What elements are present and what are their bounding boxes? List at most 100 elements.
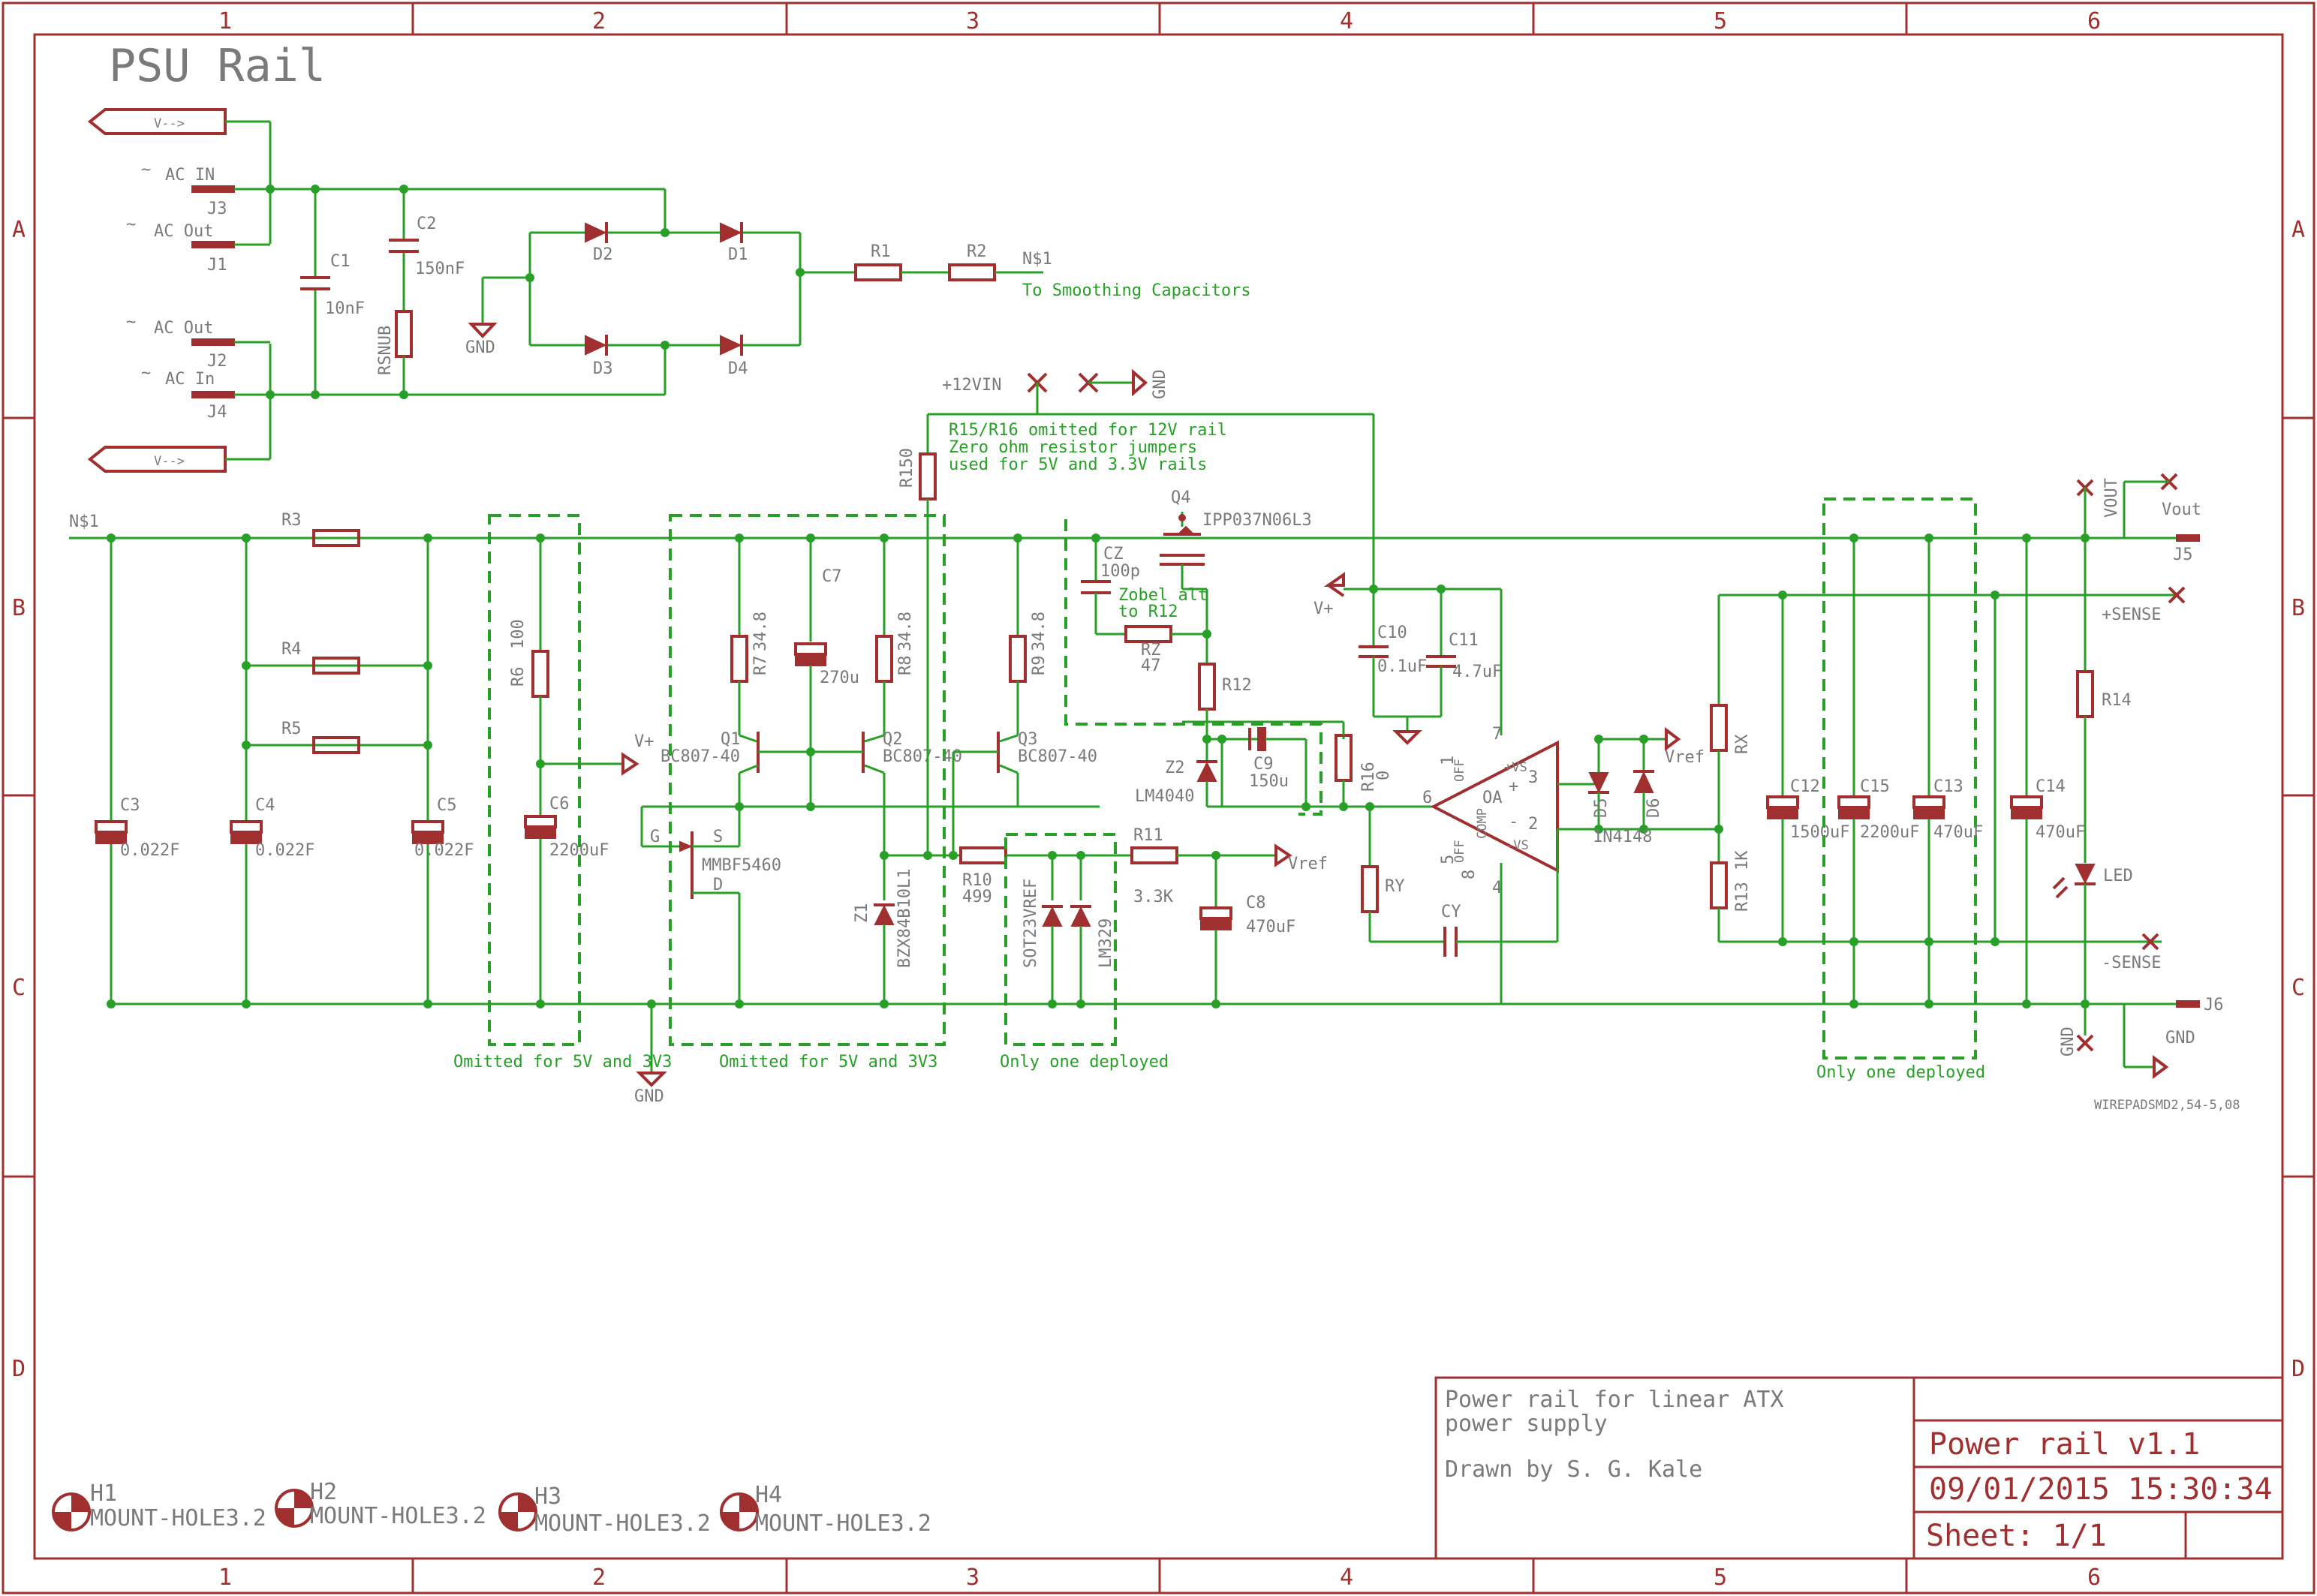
connector-ref: J3 bbox=[207, 200, 227, 218]
connector-ref: J2 bbox=[207, 352, 227, 371]
r7-value: 34.8 bbox=[751, 612, 770, 651]
c4-value: 0.022F bbox=[255, 841, 314, 860]
row-labels: A B C D A B C D bbox=[12, 217, 2305, 1382]
c15-value: 2200uF bbox=[1860, 823, 1919, 842]
mount-hole-value: MOUNT-HOLE3.2 bbox=[755, 1510, 931, 1537]
r3-ref: R3 bbox=[281, 511, 302, 530]
cy-ref: CY bbox=[1441, 903, 1461, 921]
connector-label: AC Out bbox=[154, 222, 213, 241]
c8-ref: C8 bbox=[1246, 894, 1266, 912]
mount-holes: H1 MOUNT-HOLE3.2 H2 MOUNT-HOLE3.2 H3 MOU… bbox=[52, 1479, 931, 1537]
jfet-source: S bbox=[713, 828, 723, 846]
omitted-note-2: Omitted for 5V and 3V3 bbox=[719, 1053, 937, 1072]
only-one-note-2: Only one deployed bbox=[1816, 1063, 1985, 1082]
d4-ref: D4 bbox=[728, 359, 748, 378]
net-n1-main: N$1 bbox=[69, 512, 99, 531]
r5-ref: R5 bbox=[281, 720, 302, 738]
drawing-name: Power rail v1.1 bbox=[1929, 1427, 2200, 1462]
r9-value: 34.8 bbox=[1030, 612, 1049, 651]
c1-ref: C1 bbox=[330, 252, 351, 271]
c10-value: 0.1uF bbox=[1377, 657, 1427, 676]
column-labels-bottom: 1 2 3 4 5 6 bbox=[218, 1564, 2101, 1591]
net-arrow-bottom bbox=[87, 446, 227, 473]
wirepad-label: WIREPADSMD2,54-5,08 bbox=[2094, 1098, 2240, 1113]
oa-pin6: 6 bbox=[1422, 789, 1432, 807]
vout-label: Vout bbox=[2162, 500, 2201, 519]
mount-hole-ref: H1 bbox=[90, 1480, 117, 1507]
connector-label: AC Out bbox=[154, 319, 213, 338]
r12-ref: R12 bbox=[1222, 676, 1252, 695]
c2-ref: C2 bbox=[417, 215, 437, 233]
net-label: V--> bbox=[154, 116, 185, 131]
oa-plus: + bbox=[1509, 777, 1518, 796]
rsnub-ref: RSNUB bbox=[376, 326, 395, 375]
d5-ref: D5 bbox=[1592, 798, 1611, 819]
oa-pin7: 7 bbox=[1492, 725, 1502, 744]
vin12-label: +12VIN bbox=[942, 376, 1001, 395]
q3-ref: Q3 bbox=[1018, 730, 1038, 749]
r8-ref: R8 bbox=[896, 656, 915, 676]
vref-label: Vref bbox=[1665, 748, 1705, 767]
gnd-label: GND bbox=[2059, 1026, 2078, 1056]
oa-pin1: 1 bbox=[1439, 756, 1458, 765]
r16-value: 0 bbox=[1374, 771, 1393, 780]
row-label: C bbox=[12, 975, 26, 1001]
oa-pin8: 8 bbox=[1460, 870, 1479, 879]
gnd-label: GND bbox=[1151, 369, 1169, 399]
oa-vplus: +VS bbox=[1504, 760, 1527, 775]
q1-ref: Q1 bbox=[721, 730, 741, 749]
r10-ref: R10 bbox=[962, 871, 992, 890]
mount-hole-value: MOUNT-HOLE3.2 bbox=[310, 1503, 486, 1529]
vout-pin-label: VOUT bbox=[2102, 478, 2121, 518]
oa-ref: OA bbox=[1482, 789, 1503, 807]
oa-comp: COMP bbox=[1475, 808, 1490, 839]
c11-value: 4.7uF bbox=[1452, 663, 1502, 681]
r13-ref: R13 bbox=[1733, 882, 1752, 912]
z1-value: BZX84B10L1 bbox=[895, 869, 914, 968]
column-label: 1 bbox=[218, 1564, 232, 1591]
row-label: A bbox=[2291, 217, 2305, 243]
r4-ref: R4 bbox=[281, 640, 302, 659]
r6-ref: R6 bbox=[509, 667, 528, 687]
column-label: 2 bbox=[592, 1564, 606, 1591]
column-labels-top: 1 2 3 4 5 6 bbox=[218, 8, 2101, 35]
d2-ref: D2 bbox=[593, 245, 613, 264]
vplus-label: V+ bbox=[1313, 600, 1334, 618]
column-label: 5 bbox=[1714, 1564, 1727, 1591]
r13-value: 1K bbox=[1733, 850, 1752, 870]
d56-value: 1N4148 bbox=[1593, 828, 1652, 846]
output-caps: C12 1500uF C15 2200uF C13 470uF Only one… bbox=[1766, 497, 2085, 1082]
r11-ref: R11 bbox=[1133, 826, 1163, 845]
q2-value: BC807-40 bbox=[883, 747, 962, 766]
z1-ref: Z1 bbox=[853, 903, 871, 924]
led-ref: LED bbox=[2103, 867, 2133, 885]
r150-ref: R150 bbox=[898, 448, 916, 488]
r15-note-1: R15/R16 omitted for 12V rail bbox=[949, 421, 1227, 440]
omitted-group-2: R7 34.8 R8 34.8 R9 34.8 C7 270u Q1 BC807… bbox=[640, 514, 1100, 1072]
r15-note-3: used for 5V and 3.3V rails bbox=[949, 455, 1207, 474]
c14-ref: C14 bbox=[2036, 777, 2066, 796]
to-smoothing-label: To Smoothing Capacitors bbox=[1022, 281, 1251, 300]
only-one-note-1: Only one deployed bbox=[1000, 1053, 1169, 1072]
oa-vminus: -VS bbox=[1506, 838, 1529, 853]
column-label: 5 bbox=[1714, 8, 1727, 35]
c2-value: 150nF bbox=[415, 260, 465, 278]
column-label: 3 bbox=[966, 8, 979, 35]
column-label: 6 bbox=[2087, 1564, 2101, 1591]
oa-off1: OFF bbox=[1452, 759, 1467, 782]
clamp-diodes: D5 D6 1N4148 Vref bbox=[1588, 727, 1705, 846]
description-line-2: power supply bbox=[1445, 1411, 1608, 1437]
gnd-bottom: GND bbox=[634, 999, 889, 1106]
oa-pin2: 2 bbox=[1528, 815, 1538, 834]
row-label: B bbox=[2291, 595, 2305, 621]
z2-value: LM4040 bbox=[1135, 787, 1194, 806]
r11-value: 3.3K bbox=[1133, 888, 1174, 906]
rectifier-section: arrows --> V--> V--> ~ AC IN J3 ~ AC Out… bbox=[87, 108, 1251, 473]
q1-value: BC807-40 bbox=[660, 747, 740, 766]
jfet-gate: G bbox=[650, 828, 660, 846]
column-label: 6 bbox=[2087, 8, 2101, 35]
cz-value: 100p bbox=[1100, 562, 1140, 581]
vref-branch: R10 499 SOT23VREF LM329 Only one deploye… bbox=[884, 826, 1328, 1072]
jfet-value: MMBF5460 bbox=[702, 856, 781, 875]
